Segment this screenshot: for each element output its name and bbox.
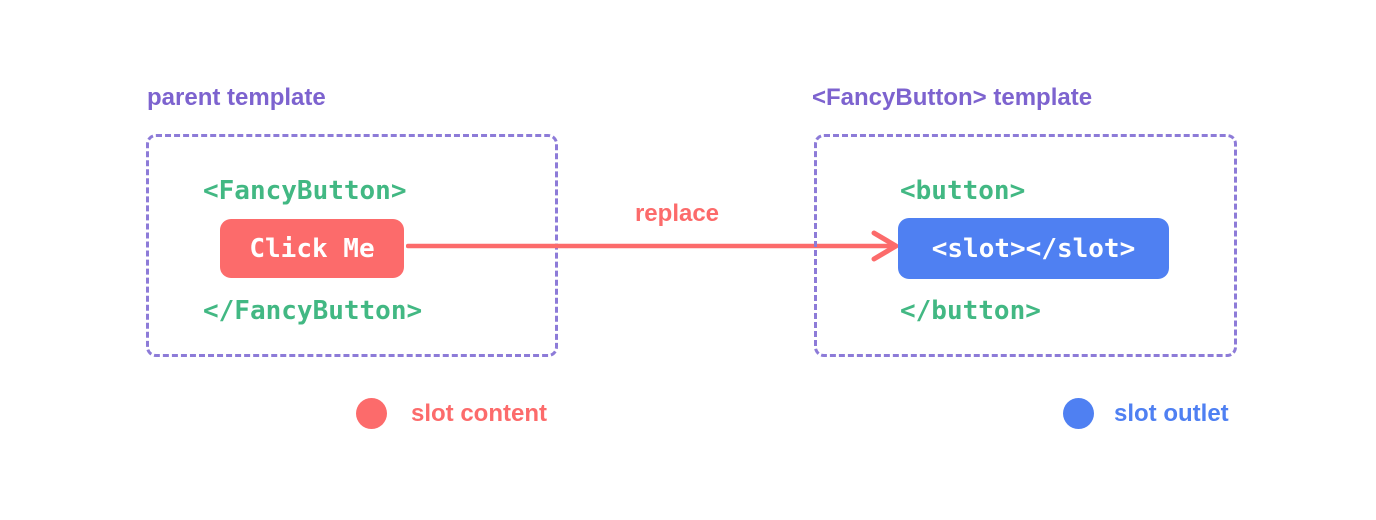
parent-template-title: parent template: [147, 84, 326, 111]
click-me-slot-content-chip: Click Me: [220, 219, 404, 278]
replace-label: replace: [634, 200, 720, 227]
legend-slot-outlet: slot outlet: [1063, 398, 1229, 429]
replace-arrow-icon: [406, 230, 899, 262]
slot-outlet-chip: <slot></slot>: [898, 218, 1169, 279]
button-close-tag: </button>: [900, 296, 1041, 326]
legend-slot-content: slot content: [356, 398, 547, 429]
fancybutton-open-tag: <FancyButton>: [203, 176, 407, 206]
slot-content-dot-icon: [356, 398, 387, 429]
fancybutton-template-title: <FancyButton> template: [812, 84, 1093, 111]
fancybutton-template-box: <button> <slot></slot> </button>: [814, 134, 1237, 357]
fancybutton-close-tag: </FancyButton>: [203, 296, 423, 326]
slot-outlet-dot-icon: [1063, 398, 1094, 429]
parent-template-box: <FancyButton> Click Me </FancyButton>: [146, 134, 558, 357]
legend-slot-outlet-label: slot outlet: [1114, 399, 1229, 427]
button-open-tag: <button>: [900, 176, 1026, 206]
legend-slot-content-label: slot content: [411, 399, 547, 427]
